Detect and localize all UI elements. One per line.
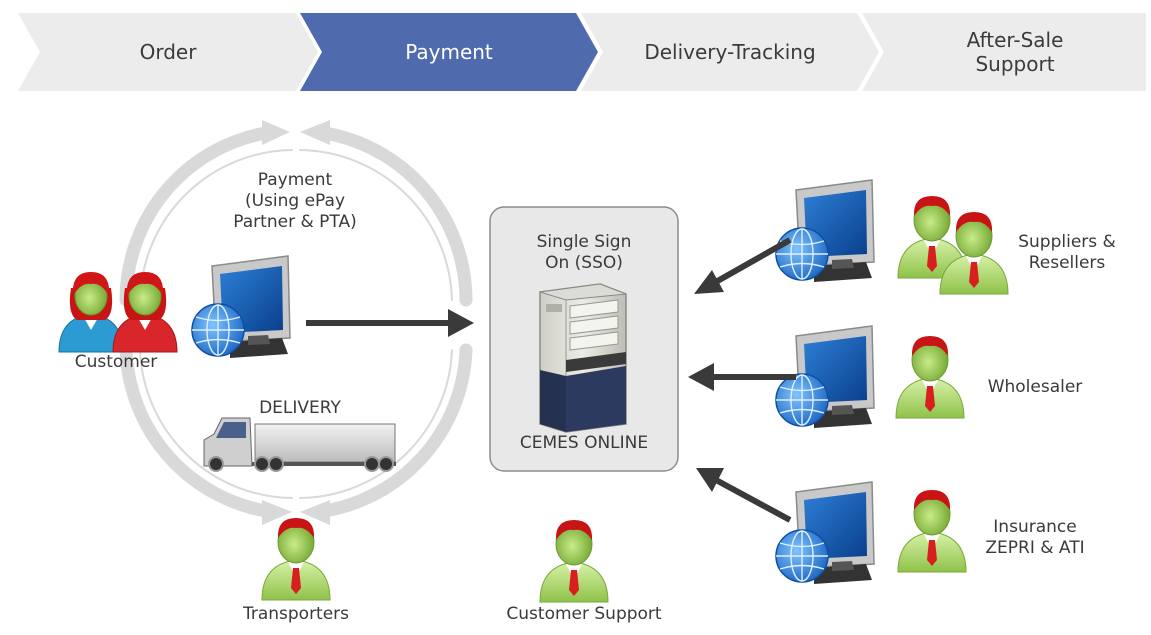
process-step-payment: [300, 13, 598, 91]
customer-support-label: Customer Support: [506, 604, 662, 624]
suppliers-label: Suppliers & Resellers: [1018, 232, 1116, 273]
suppliers-icon: [897, 195, 1009, 295]
insurance-label: Insurance ZEPRI & ATI: [985, 517, 1085, 558]
arrow-suppliers-to-sso: [694, 237, 792, 294]
transporters-label: Transporters: [242, 604, 350, 624]
process-step-delivery-tracking: [581, 13, 879, 91]
payment-note-label: Payment (Using ePay Partner & PTA): [233, 170, 357, 232]
cemes-online-label: CEMES ONLINE: [519, 433, 649, 453]
step-label-payment: Payment: [405, 40, 493, 64]
wholesaler-icon: [895, 335, 965, 419]
process-step-order: [18, 13, 318, 91]
arrow-customer-to-sso: [306, 309, 474, 337]
step-label-after-sale-support: After-Sale Support: [966, 28, 1064, 76]
insurance-icon: [897, 489, 967, 573]
arrow-insurance-to-sso: [696, 468, 792, 523]
wholesaler-label: Wholesaler: [987, 377, 1083, 397]
cycle-arrows: [119, 125, 473, 519]
server-tower-icon: [539, 283, 627, 433]
customer-label: Customer: [74, 352, 158, 372]
transporters-icon: [261, 517, 331, 601]
arrow-wholesaler-to-sso: [688, 363, 796, 391]
process-step-after-sale-support: [862, 13, 1146, 91]
process-bar: [18, 13, 1146, 91]
delivery-label: DELIVERY: [259, 398, 341, 418]
step-label-delivery-tracking: Delivery-Tracking: [644, 40, 816, 64]
customer-icon: [58, 271, 178, 353]
truck-icon: [203, 417, 396, 472]
suppliers-computer-icon: [775, 179, 875, 283]
sso-title-label: Single Sign On (SSO): [536, 232, 632, 273]
insurance-computer-icon: [775, 481, 875, 585]
customer-computer-icon: [191, 255, 291, 359]
step-label-order: Order: [139, 40, 197, 64]
cycle-arrowheads: [262, 120, 330, 525]
customer-support-icon: [539, 519, 609, 603]
